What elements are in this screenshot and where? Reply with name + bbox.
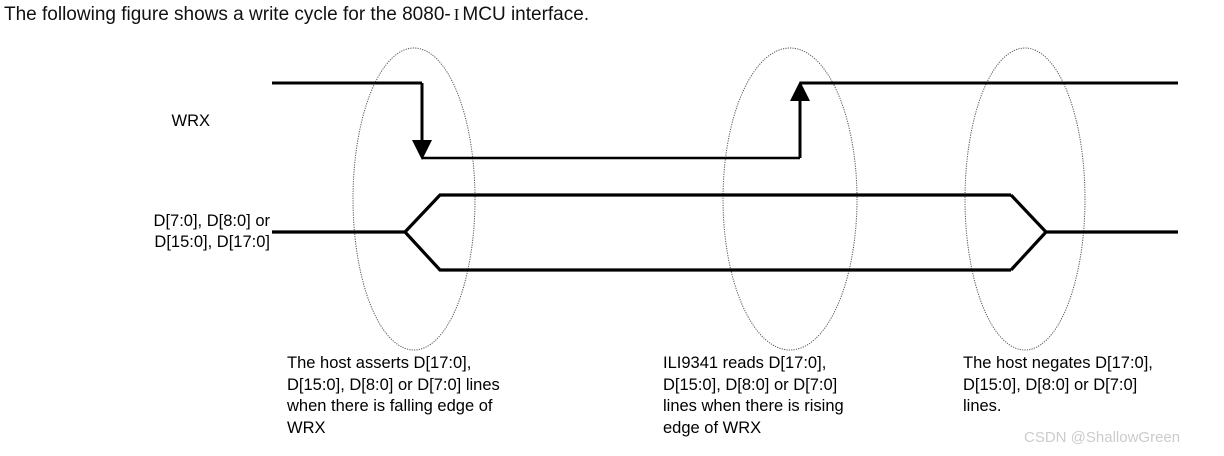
data-bus-waveform [272,193,1178,272]
watermark-text: CSDN @ShallowGreen [1024,429,1181,446]
ellipse-negate [964,47,1086,351]
annotation-negate: The host negates D[17:0], D[15:0], D[8:0… [963,354,1153,415]
roman-numeral-one: I [453,5,460,24]
highlight-ellipse-group [352,47,1086,351]
rising-edge-arrowhead [790,81,810,101]
annotation-assert: The host asserts D[17:0], D[15:0], D[8:0… [287,354,500,437]
signal-label-data-bus-line2: D[15:0], D[17:0] [154,233,270,251]
signal-label-wrx: WRX [171,112,211,130]
intro-text-after: MCU interface. [462,4,590,25]
falling-edge-arrowhead [412,140,432,160]
signal-label-data-bus: D[7:0], D[8:0] or D[15:0], D[17:0] [40,211,270,253]
intro-text-before: The following figure shows a write cycle… [4,4,451,25]
wrx-waveform [272,81,1178,160]
signal-label-data-bus-line1: D[7:0], D[8:0] or [153,212,270,230]
intro-paragraph: The following figure shows a write cycle… [4,2,589,28]
ellipse-read [722,47,858,351]
annotation-read: ILI9341 reads D[17:0], D[15:0], D[8:0] o… [663,354,844,437]
ellipse-assert [352,47,476,351]
